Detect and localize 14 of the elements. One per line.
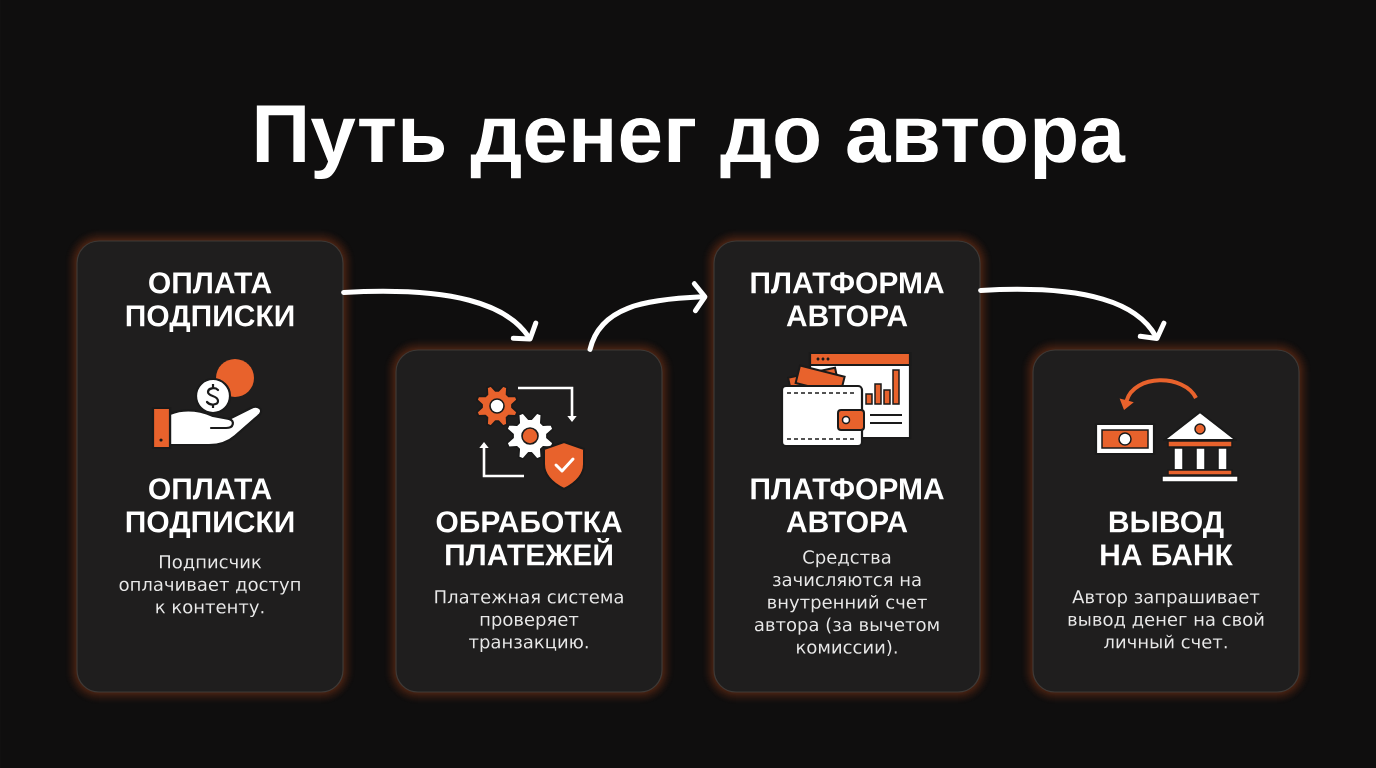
arrow xyxy=(978,286,1167,341)
arrow xyxy=(587,281,708,352)
card-description: Средства зачисляются на внутренний счет автора (за вычетом комиссии). xyxy=(754,550,939,656)
card-heading: ОБРАБОТКА ПЛАТЕЖЕЙ xyxy=(436,511,622,566)
title: Путь денег до автора xyxy=(256,105,1126,179)
card-heading: ПЛАТФОРМА АВТОРА xyxy=(751,272,944,327)
card-description: Платежная система проверяет транзакцию. xyxy=(435,590,623,653)
card-heading: ОПЛАТА ПОДПИСКИ xyxy=(126,272,294,333)
card-heading: ВЫВОД НА БАНК xyxy=(1101,511,1233,566)
card-heading: ПЛАТФОРМА АВТОРА xyxy=(751,478,944,533)
card-heading: ОПЛАТА ПОДПИСКИ xyxy=(126,478,294,539)
card-description: Подписчик оплачивает доступ к контенту. xyxy=(119,555,300,618)
arrow xyxy=(341,288,539,342)
card-description: Автор запрашивает вывод денег на свой личный счет. xyxy=(1068,590,1264,649)
